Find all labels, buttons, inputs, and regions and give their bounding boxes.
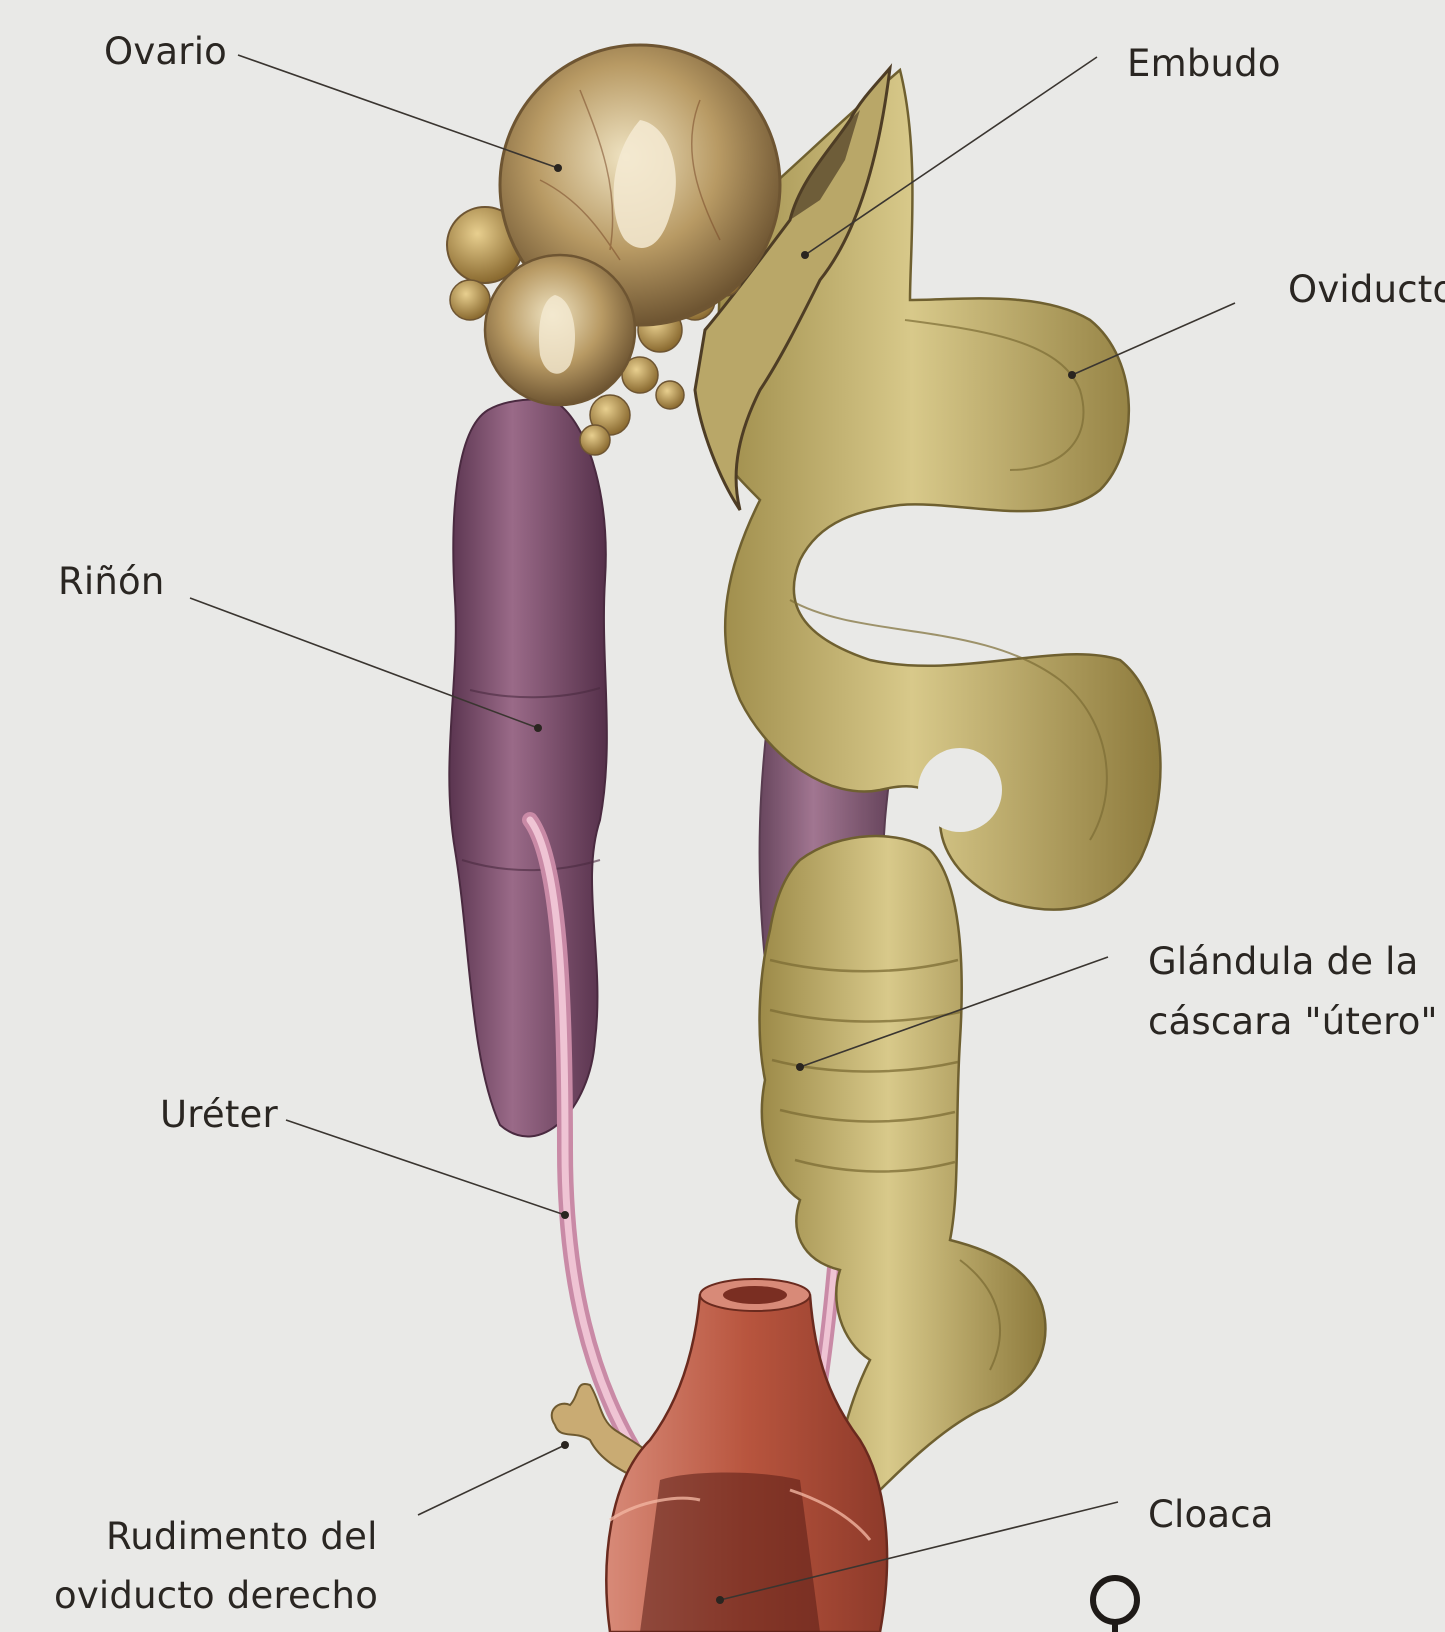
label-cloaca: Cloaca [1148,1493,1274,1537]
label-oviducto: Oviducto [1288,268,1445,312]
label-rudimento-line1: Rudimento del [106,1515,378,1559]
label-glandula-line1: Glándula de la [1148,940,1419,984]
label-ovario: Ovario [104,30,227,74]
label-glandula-line2: cáscara "útero" [1148,1000,1438,1044]
label-rudimento-line2: oviducto derecho [54,1574,378,1618]
leader-ovario [238,55,558,168]
female-symbol-icon [1093,1578,1137,1632]
leader-rudimento [418,1445,565,1515]
label-embudo: Embudo [1127,42,1281,86]
label-rinon: Riñón [58,560,165,604]
kidney-left [449,400,607,1137]
label-ureter: Uréter [160,1093,278,1137]
